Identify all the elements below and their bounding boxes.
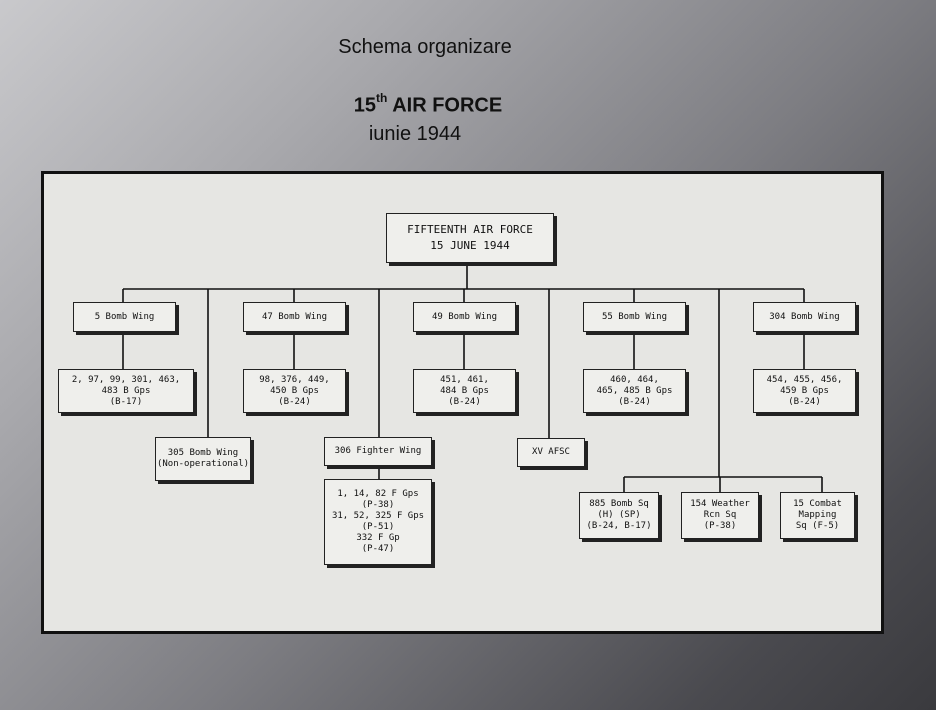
node-line: 484 B Gps [440,385,489,396]
node-line: (H) (SP) [597,510,641,520]
node-line: (Non-operational) [156,459,250,469]
node-label: 49 Bomb Wing [431,311,498,322]
node-306-fighter-groups: 1, 14, 82 F Gps (P-38) 31, 52, 325 F Gps… [324,479,432,565]
node-label: 306 Fighter Wing [334,446,422,456]
node-xv-afsc: XV AFSC [517,438,585,467]
node-label: 5 Bomb Wing [94,311,155,322]
node-label: 55 Bomb Wing [601,311,668,322]
node-line: 305 Bomb Wing [167,448,239,458]
node-306-fighter-wing: 306 Fighter Wing [324,437,432,466]
node-line: (P-38) [703,521,737,531]
node-55-bomb-wing: 55 Bomb Wing [583,302,686,332]
node-line: (B-24) [788,396,821,407]
node-label: XV AFSC [532,447,570,457]
node-line: (B-24) [618,396,651,407]
air-force-name: AIR FORCE [387,94,503,117]
top-node-line-2: 15 JUNE 1944 [430,239,510,252]
node-line: Sq (F-5) [795,521,840,531]
node-49-bomb-wing: 49 Bomb Wing [413,302,516,332]
node-line: 454, 455, 456, [766,374,843,385]
node-line: 459 B Gps [780,385,829,396]
air-force-title: 15th AIR FORCE [0,91,856,118]
node-label: 47 Bomb Wing [261,311,328,322]
top-node-line-1: FIFTEENTH AIR FORCE [407,223,533,236]
node-line: 460, 464, [610,374,659,385]
node-line: 885 Bomb Sq [589,499,649,509]
air-force-ordinal-suffix: th [376,91,388,105]
node-line: (P-51) [361,522,395,532]
node-885-bomb-sq: 885 Bomb Sq (H) (SP) (B-24, B-17) [579,492,659,539]
node-line: 450 B Gps [270,385,319,396]
node-line: 483 B Gps [101,385,151,396]
node-47-bomb-wing: 47 Bomb Wing [243,302,346,332]
node-line: Rcn Sq [703,510,737,520]
node-304-bomb-wing: 304 Bomb Wing [753,302,856,332]
node-47-wing-groups: 98, 376, 449, 450 B Gps (B-24) [243,369,346,413]
node-line: 154 Weather [690,499,750,509]
node-5-wing-groups: 2, 97, 99, 301, 463, 483 B Gps (B-17) [58,369,194,413]
node-line: 31, 52, 325 F Gps [331,511,425,521]
node-55-wing-groups: 460, 464, 465, 485 B Gps (B-24) [583,369,686,413]
air-force-number: 15 [353,94,377,117]
node-line: 465, 485 B Gps [596,385,673,396]
node-305-bomb-wing: 305 Bomb Wing (Non-operational) [155,437,251,481]
node-line: 451, 461, [440,374,489,385]
node-line: 1, 14, 82 F Gps [337,489,419,499]
node-15-combat-mapping-sq: 15 Combat Mapping Sq (F-5) [780,492,855,539]
node-label: 304 Bomb Wing [769,311,840,322]
node-line: (B-24) [448,396,481,407]
node-line: (B-24, B-17) [586,521,652,531]
node-line: (B-17) [109,396,143,407]
node-line: 332 F Gp [356,533,400,543]
node-line: Mapping [798,510,837,520]
node-49-wing-groups: 451, 461, 484 B Gps (B-24) [413,369,516,413]
connector-lines [122,263,823,492]
date-subtitle: iunie 1944 [368,123,462,145]
node-5-bomb-wing: 5 Bomb Wing [73,302,176,332]
node-154-weather-rcn-sq: 154 Weather Rcn Sq (P-38) [681,492,759,539]
node-304-wing-groups: 454, 455, 456, 459 B Gps (B-24) [753,369,856,413]
slide-title: Schema organizare [338,36,512,58]
node-line: 2, 97, 99, 301, 463, [71,374,181,385]
top-node-fifteenth-air-force: FIFTEENTH AIR FORCE 15 JUNE 1944 [386,213,554,263]
node-line: (P-47) [361,544,395,554]
node-line: 98, 376, 449, [259,374,330,385]
org-chart-document: FIFTEENTH AIR FORCE 15 JUNE 1944 5 Bomb … [41,171,884,634]
node-line: (B-24) [278,396,311,407]
node-line: 15 Combat [793,499,842,509]
node-line: (P-38) [361,500,395,510]
